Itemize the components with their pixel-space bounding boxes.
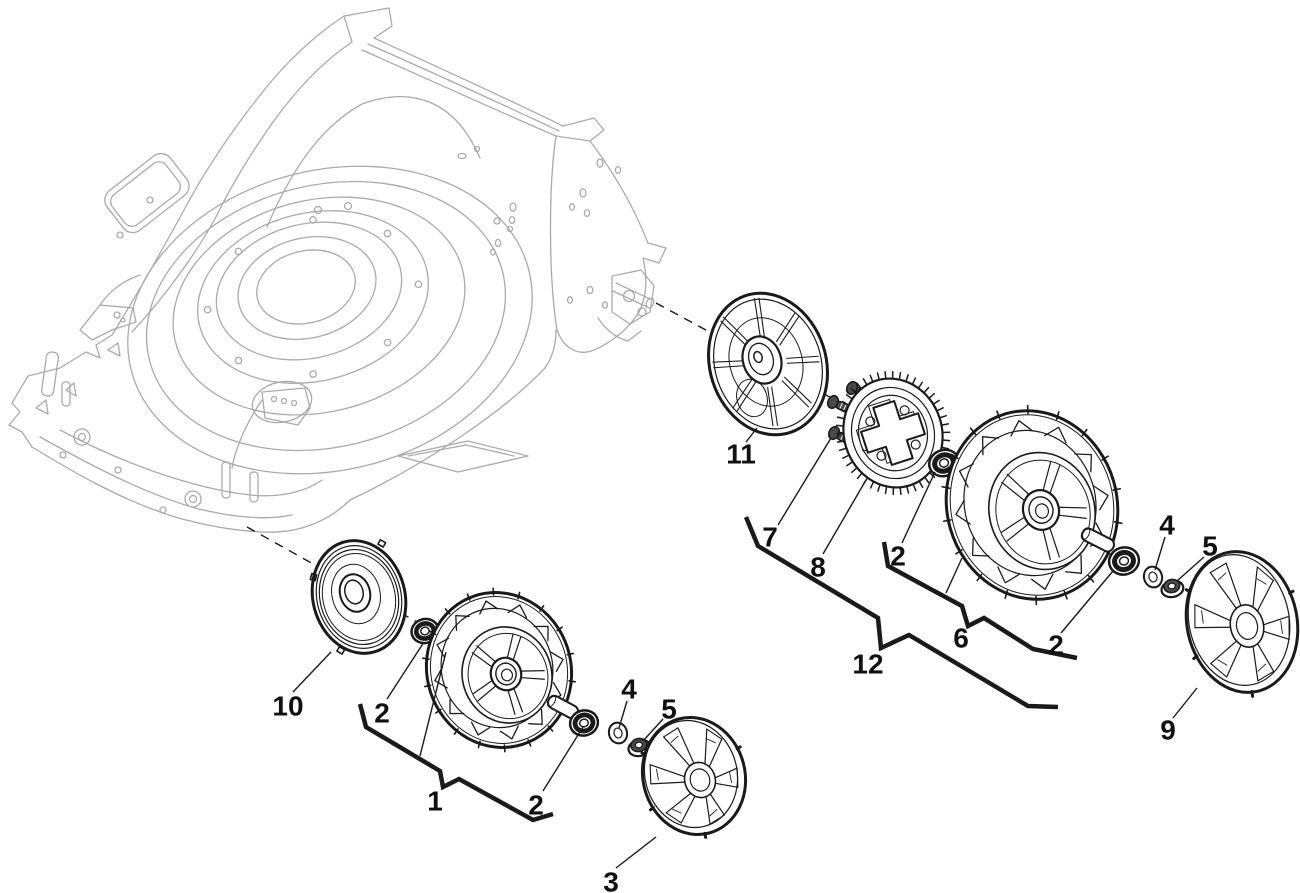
leader-line-1 — [419, 651, 447, 757]
mower-deck — [8, 7, 667, 533]
callout-label-8: 8 — [810, 552, 826, 583]
callout-label-5-left: 5 — [661, 694, 677, 725]
callout-label-3: 3 — [603, 867, 619, 893]
leader-line-2-right-inner — [901, 471, 936, 544]
callout-label-4-left: 4 — [621, 674, 637, 705]
leader-line-9 — [1172, 687, 1198, 719]
part-washer-4-rear — [1142, 565, 1164, 589]
leader-line-2-right-outer — [1060, 570, 1114, 634]
leader-line-5-right — [1176, 556, 1205, 582]
group-bracket-1 — [357, 703, 554, 823]
part-wheel-1 — [421, 587, 577, 753]
deck-adjuster-bracket — [231, 380, 313, 469]
callout-label-7: 7 — [762, 522, 778, 553]
callout-label-1: 1 — [427, 786, 443, 817]
part-hubcap-9 — [1184, 550, 1300, 698]
part-wheel-6 — [941, 404, 1123, 606]
group-bracket-12 — [743, 516, 1059, 710]
leader-line-7 — [777, 437, 832, 526]
leader-line-3 — [615, 836, 657, 869]
callout-label-5-right: 5 — [1202, 531, 1218, 562]
bowl-bolt-holes — [203, 216, 423, 378]
callout-label-2-left-outer: 2 — [528, 790, 544, 821]
callout-label-2-left-inner: 2 — [374, 698, 390, 729]
leader-line-11 — [745, 427, 758, 443]
deck-front-bracket — [79, 274, 141, 341]
callout-label-2-right-outer: 2 — [1048, 630, 1064, 661]
part-gear-8 — [835, 370, 951, 496]
leader-line-5-left — [642, 718, 664, 742]
part-bearing-2-front-outer — [568, 709, 600, 737]
leader-line-4-right — [1154, 536, 1166, 571]
part-nut-5-rear — [1160, 578, 1185, 599]
leader-lines — [292, 427, 1205, 869]
callout-label-11: 11 — [726, 439, 756, 470]
plate-holes — [490, 158, 622, 309]
leader-line-2-left-outer — [542, 726, 584, 792]
callout-label-12: 12 — [852, 649, 883, 680]
callout-label-2-right-inner: 2 — [890, 541, 906, 572]
part-protection-disc-10 — [309, 538, 408, 655]
part-axle-pin-rear — [1080, 527, 1116, 553]
part-washer-4-front — [607, 721, 629, 745]
part-bearing-2-rear-outer — [1107, 546, 1141, 576]
callout-label-9: 9 — [1160, 715, 1176, 746]
group-bracket-6 — [881, 541, 1078, 661]
leader-line-10 — [292, 651, 332, 693]
deck-axle-bracket — [597, 269, 655, 342]
leader-line-8 — [822, 479, 867, 555]
callout-label-6: 6 — [953, 623, 969, 654]
callout-label-4-right: 4 — [1159, 510, 1175, 541]
leader-line-2-left-inner — [386, 641, 425, 700]
leader-line-6 — [945, 557, 963, 594]
leader-line-4-left — [618, 700, 628, 729]
callout-label-10: 10 — [272, 691, 303, 722]
part-cover-disc-11 — [707, 291, 829, 437]
part-hubcap-3 — [640, 716, 748, 839]
